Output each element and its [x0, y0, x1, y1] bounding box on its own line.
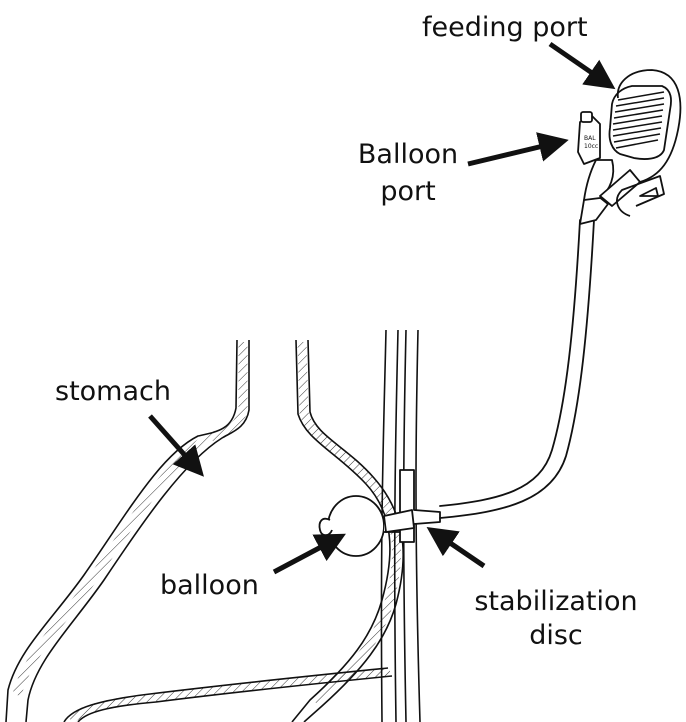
arrow-stabilization-disc: [434, 532, 484, 566]
svg-text:BAL: BAL: [584, 135, 596, 142]
feeding-tube: [440, 220, 594, 518]
stabilization-disc-label-line1: stabilization: [474, 588, 637, 615]
stabilization-disc-label-line2: disc: [529, 622, 583, 649]
balloon-port-label-line1: Balloon: [358, 141, 458, 168]
balloon-label: balloon: [160, 572, 259, 599]
feeding-port-label: feeding port: [422, 14, 588, 41]
svg-text:10cc: 10cc: [584, 143, 598, 150]
arrow-feeding-port: [550, 44, 608, 84]
connector-hub: BAL 10cc: [578, 70, 680, 224]
balloon-port-label-line2: port: [380, 178, 435, 205]
arrow-balloon-port: [468, 142, 560, 164]
arrow-balloon: [274, 538, 338, 572]
stomach-label: stomach: [55, 378, 171, 405]
